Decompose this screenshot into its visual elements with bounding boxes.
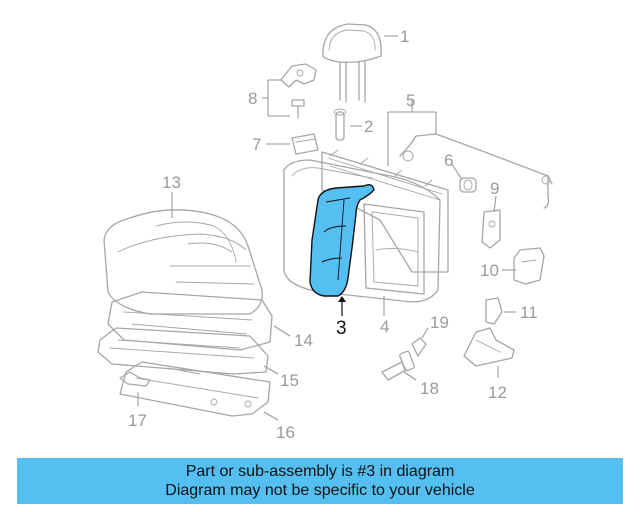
part-seat-frame — [97, 327, 269, 375]
callout-8: 8 — [248, 89, 257, 108]
part-3-seatback-pad — [309, 183, 375, 297]
part-bolt — [381, 350, 415, 381]
callout-leaders — [137, 35, 516, 421]
part-bushing — [459, 177, 477, 193]
callout-7: 7 — [252, 135, 261, 154]
callout-13: 13 — [162, 173, 181, 192]
part-seatback-frame — [321, 149, 449, 273]
part-outer-trim — [463, 327, 515, 367]
callout-19: 19 — [430, 313, 449, 332]
part-clip — [485, 297, 503, 325]
callout-4: 4 — [380, 317, 389, 336]
part-trim-cap — [291, 133, 319, 155]
part-guide — [333, 108, 347, 141]
callout-10: 10 — [480, 261, 499, 280]
callout-9: 9 — [490, 179, 499, 198]
callout-6: 6 — [444, 151, 453, 170]
part-bracket-9 — [481, 209, 501, 249]
disclaimer-line: Diagram may not be specific to your vehi… — [165, 482, 475, 499]
part-frame-rail — [399, 133, 553, 209]
callout-14: 14 — [294, 331, 313, 350]
callout-3: 3 — [336, 318, 347, 339]
part-info-line: Part or sub-assembly is #3 in diagram — [185, 463, 455, 480]
part-seat-pan — [119, 361, 271, 417]
part-info-banner: Part or sub-assembly is #3 in diagram Di… — [17, 458, 623, 504]
part-headrest — [322, 23, 382, 103]
callout-numbers: 1 2 3 4 5 6 7 8 9 10 11 12 13 14 15 16 1… — [128, 27, 538, 442]
callout-1: 1 — [400, 27, 409, 46]
callout-2: 2 — [364, 117, 373, 136]
part-pin — [411, 337, 427, 357]
seat-parts-diagram: 1 2 3 4 5 6 7 8 9 10 11 12 13 14 15 16 1… — [97, 23, 553, 442]
part-seat-cushion-cover — [103, 209, 263, 315]
part-seatback-cushion — [283, 159, 441, 303]
part-hook — [119, 371, 151, 387]
callout-15: 15 — [280, 371, 299, 390]
part-latch — [280, 63, 317, 119]
callout-18: 18 — [420, 379, 439, 398]
callout-11: 11 — [520, 303, 538, 322]
callout-16: 16 — [276, 423, 295, 442]
part-hinge-cover — [513, 247, 545, 285]
callout-17: 17 — [128, 411, 147, 430]
callout-5: 5 — [406, 91, 415, 110]
callout-12: 12 — [488, 383, 507, 402]
